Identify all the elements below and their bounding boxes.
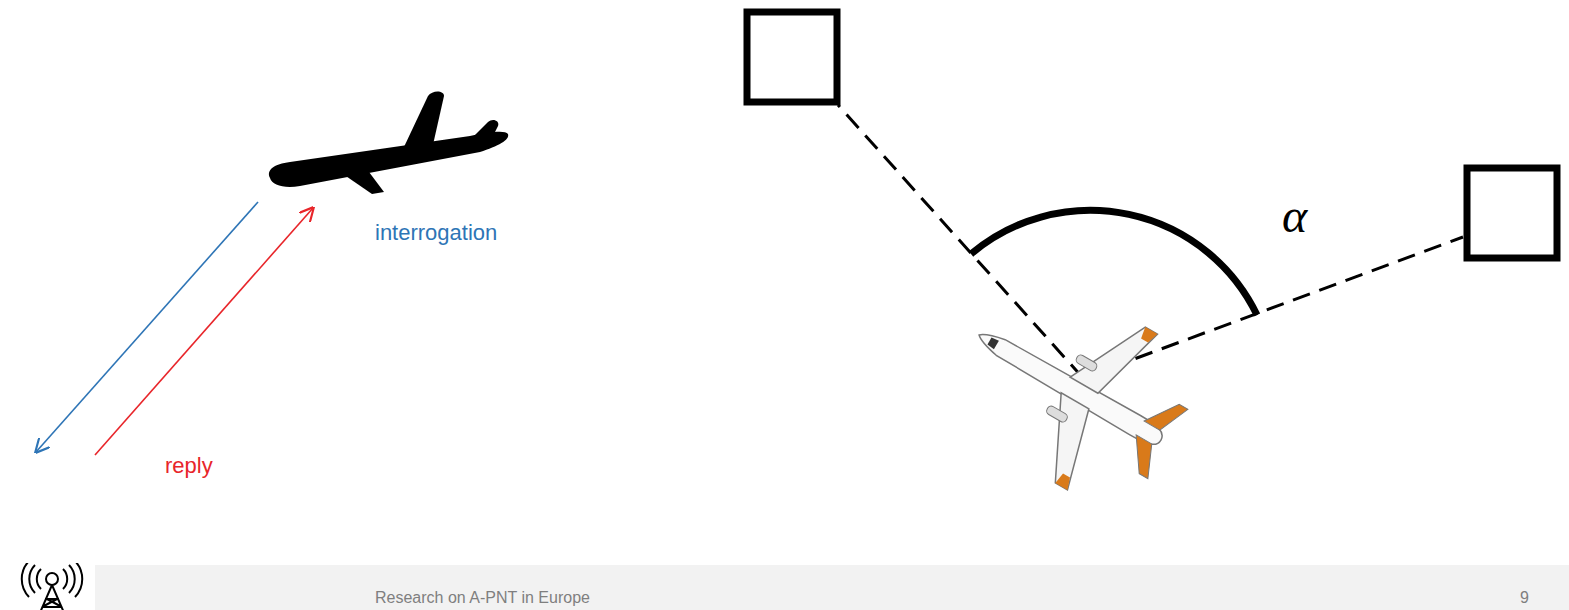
- page-number: 9: [1520, 589, 1529, 607]
- antenna-icon: [5, 563, 105, 610]
- landmark-square: [747, 12, 837, 102]
- footer-band: Research on A-PNT in Europe 9: [95, 565, 1569, 610]
- reply-arrow: [95, 208, 313, 455]
- bearing-line: [1083, 237, 1463, 378]
- angle-symbol: α: [1282, 190, 1307, 243]
- landmark-square: [1467, 168, 1557, 258]
- bearing-line: [838, 105, 1083, 378]
- angle-arc: [971, 210, 1257, 315]
- signal-label: reply: [165, 454, 213, 478]
- aircraft-silhouette: [269, 92, 508, 195]
- footer-title: Research on A-PNT in Europe: [375, 589, 590, 607]
- interrogation-arrow: [36, 202, 258, 452]
- signal-label: interrogation: [375, 221, 497, 245]
- aircraft-top-view: [934, 257, 1213, 522]
